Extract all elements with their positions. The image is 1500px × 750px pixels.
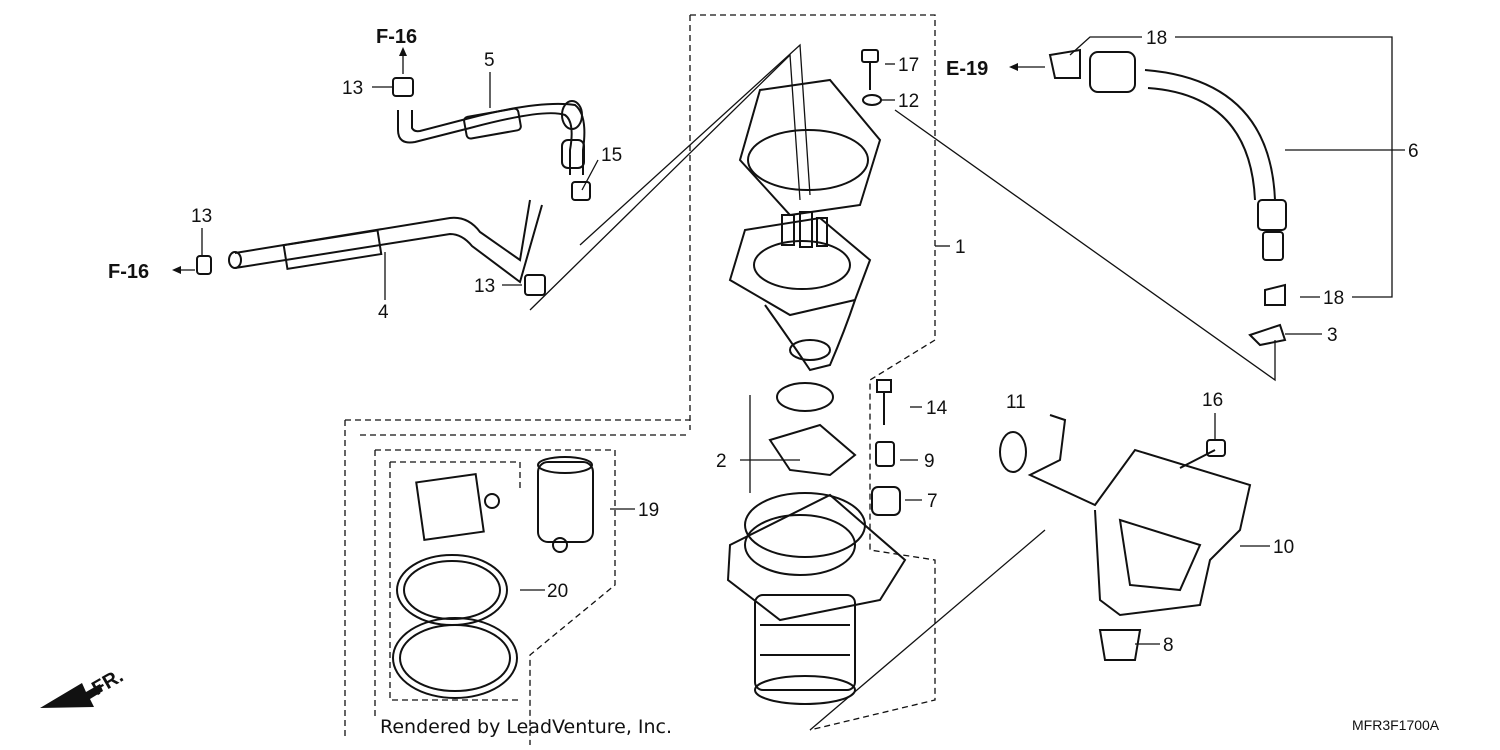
callout-13-left: 13 [191,206,212,227]
callout-17: 17 [898,55,919,76]
callout-10: 10 [1273,537,1294,558]
hose-4 [228,199,543,284]
repair-kit [392,456,594,699]
callout-labels: 17 12 1 2 14 9 7 5 13 15 13 4 13 18 6 18… [88,26,1440,738]
callout-19: 19 [638,500,659,521]
reference-arrows [172,47,1045,274]
callout-18-bottom: 18 [1323,288,1344,309]
callout-20: 20 [547,581,568,602]
fuel-hose-6 [1048,48,1287,347]
front-arrow-icon [40,683,103,708]
callout-16: 16 [1202,390,1223,411]
callout-14: 14 [926,398,948,419]
hose-5 [397,100,586,175]
assembly-frames [344,14,936,745]
ref-e19: E-19 [946,58,988,80]
callout-7: 7 [927,491,938,512]
watermark: Rendered by LeadVenture, Inc. [380,716,672,738]
diagram-code: MFR3F1700A [1352,717,1440,733]
callout-2: 2 [716,451,727,472]
callout-13-top: 13 [342,78,363,99]
callout-4: 4 [378,302,389,323]
bracket-assembly [999,414,1252,661]
callout-3: 3 [1327,325,1338,346]
callout-15: 15 [601,145,622,166]
callout-1: 1 [955,237,966,258]
ref-f16-top: F-16 [376,26,417,48]
ref-f16-left: F-16 [108,261,149,283]
leader-lines [201,36,1405,731]
fuel-pump-assembly [726,49,907,705]
callout-5: 5 [484,50,495,71]
callout-6: 6 [1408,141,1419,162]
callout-11: 11 [1006,392,1026,413]
callout-13-mid: 13 [474,276,495,297]
callout-8: 8 [1163,635,1174,656]
callout-18-top: 18 [1146,28,1167,49]
clips [196,77,591,296]
callout-12: 12 [898,91,919,112]
callout-9: 9 [924,451,935,472]
